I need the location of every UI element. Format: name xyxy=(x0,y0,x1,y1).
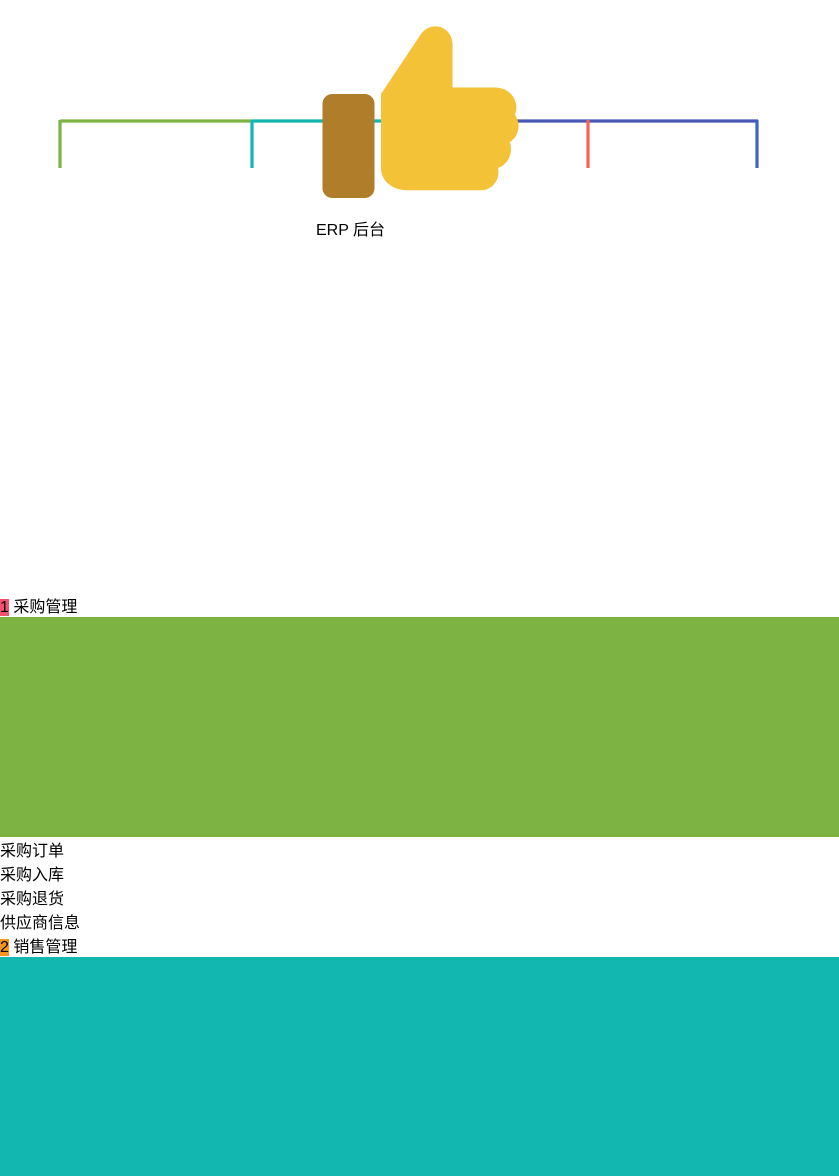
column-header[interactable]: 2 销售管理 xyxy=(0,933,839,957)
tree-item[interactable]: 供应商信息 xyxy=(0,909,839,933)
tree-item[interactable]: 采购订单 xyxy=(0,837,839,861)
column-badge-2: 2 xyxy=(0,939,9,956)
column-items-2: 销售订单销售出库销售退货客户信息 xyxy=(0,957,839,1176)
column-header[interactable]: 1 采购管理 xyxy=(0,593,839,617)
column-title-2: 销售管理 xyxy=(13,939,78,956)
tree-item[interactable]: 采购退货 xyxy=(0,885,839,909)
tree-item[interactable]: 采购入库 xyxy=(0,861,839,885)
tree-item-label: 采购退货 xyxy=(0,891,65,908)
column-sales: 2 销售管理 销售订单销售出库销售退货客户信息 xyxy=(0,933,839,1176)
thumbs-up-icon xyxy=(316,26,524,215)
root-node-card[interactable]: ERP 后台 xyxy=(316,16,524,239)
root-node-title: ERP 后台 xyxy=(316,222,386,239)
column-items-1: 采购订单采购入库采购退货供应商信息 xyxy=(0,617,839,933)
column-title-1: 采购管理 xyxy=(13,599,78,616)
column-badge-1: 1 xyxy=(0,599,9,616)
tree-item-label: 供应商信息 xyxy=(0,915,81,932)
column-spine-2 xyxy=(0,957,839,1176)
column-spine-1 xyxy=(0,617,839,837)
column-procurement: 1 采购管理 采购订单采购入库采购退货供应商信息 xyxy=(0,593,839,933)
tree-item-label: 采购订单 xyxy=(0,843,65,860)
tree-item-label: 采购入库 xyxy=(0,867,65,884)
